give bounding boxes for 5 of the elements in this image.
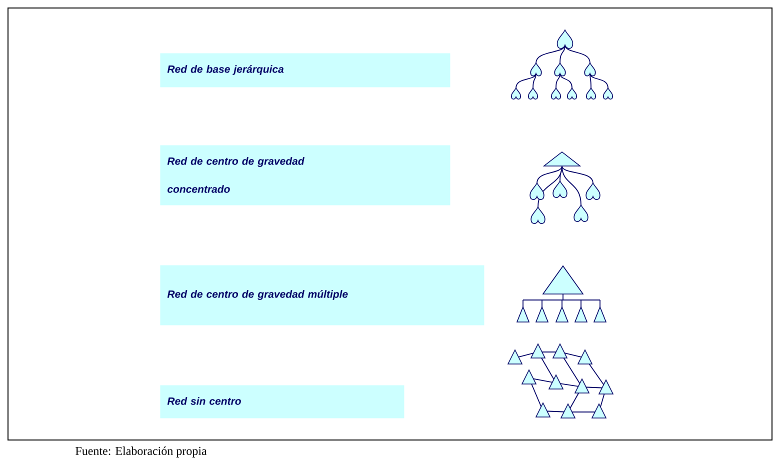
label-box: Red de centro de gravedad múltiple <box>160 265 484 326</box>
caption: Fuente: Elaboración propia <box>76 446 207 458</box>
label-box: Red de centro de gravedad concentrado <box>160 145 450 206</box>
label-box: Red de base jerárquica <box>160 53 450 88</box>
label-box: Red sin centro <box>160 385 404 418</box>
